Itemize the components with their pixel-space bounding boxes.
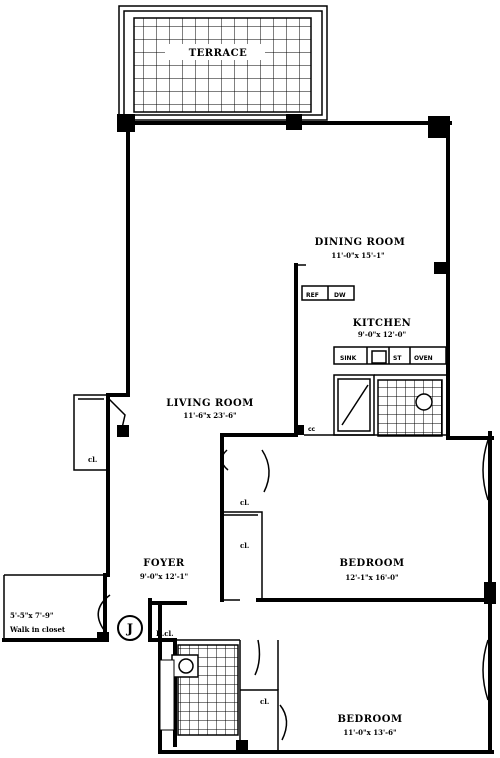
linen-closet-label: D.cl.: [156, 629, 174, 638]
kitchen-counters: [301, 285, 447, 365]
foyer-dims: 9'-0"x 12'-1": [140, 572, 188, 581]
closet-label-bedroom-1b: cl.: [240, 541, 249, 550]
terrace-label: TERRACE: [189, 48, 248, 59]
living-room-label: LIVING ROOM: [166, 398, 254, 409]
living-closet: [73, 394, 126, 471]
bedroom-2-dims: 11'-0"x 13'-6": [343, 728, 396, 737]
door-swings: [97, 439, 489, 741]
kitchen-fixture-dw: DW: [334, 292, 346, 299]
bedroom-1-label: BEDROOM: [339, 558, 404, 569]
walk-in-closet-dims: 5'-5"x 7'-9": [10, 611, 53, 620]
foyer-label: FOYER: [143, 558, 185, 569]
entry-symbol: J: [126, 622, 133, 637]
closet-label-living: cl.: [88, 455, 97, 464]
kitchen-fixture-oven: OVEN: [414, 355, 433, 362]
bedroom-1-dims: 12'-1"x 16'-0": [345, 573, 398, 582]
bedroom-2-label: BEDROOM: [337, 714, 402, 725]
closet-label-bedroom-2: cl.: [260, 697, 269, 706]
terrace: [118, 5, 328, 121]
dining-room-label: DINING ROOM: [315, 237, 406, 248]
walk-in-closet-label: Walk in closet: [9, 625, 66, 634]
dining-room-dims: 11'-0"x 15'-1": [331, 251, 384, 260]
kitchen-fixture-ref: REF: [306, 292, 319, 299]
closet-label-bedroom-1a: cl.: [240, 498, 249, 507]
bathroom-1: [333, 374, 446, 437]
cc-label: cc: [308, 426, 316, 433]
exterior-walls: [2, 121, 494, 754]
kitchen-label: KITCHEN: [353, 318, 411, 329]
kitchen-dims: 9'-0"x 12'-0": [358, 330, 406, 339]
bathroom-2: [159, 644, 239, 736]
kitchen-fixture-sink: SINK: [340, 355, 357, 362]
columns: [97, 114, 496, 752]
living-room-dims: 11'-6"x 23'-6": [183, 411, 236, 420]
entry-marker: J: [117, 615, 143, 641]
kitchen-fixture-st: ST: [393, 355, 402, 362]
interior-walls: [148, 263, 492, 752]
